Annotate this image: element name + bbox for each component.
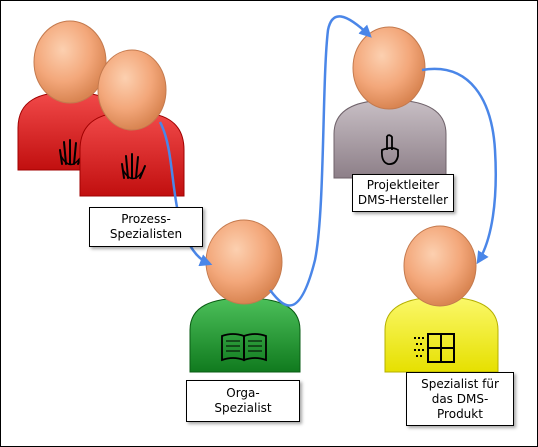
window-icon: [414, 333, 455, 363]
label-prozess-spezialisten: Prozess- Spezialisten: [89, 207, 203, 247]
connector-projektleiter-to-produkt: [421, 67, 497, 265]
label-orga-spezialist: Orga- Spezialist: [186, 380, 300, 422]
person-prozess-front: [79, 49, 185, 197]
label-line: Prozess-: [121, 212, 171, 226]
person-orga: [189, 219, 301, 373]
label-line: Spezialist: [214, 401, 272, 415]
label-spezialist-dms-produkt: Spezialist für das DMS- Produkt: [406, 372, 514, 426]
label-line: Produkt: [437, 406, 483, 421]
label-line: Spezialisten: [109, 227, 183, 241]
person-produkt: [384, 225, 499, 373]
label-line: das DMS-: [431, 391, 489, 406]
label-line: Spezialist für: [421, 376, 499, 391]
label-line: DMS-Hersteller: [357, 193, 449, 207]
label-line: Orga-: [226, 386, 260, 400]
raised-hand-icon: [59, 139, 84, 166]
label-projektleiter: Projektleiter DMS-Hersteller: [352, 174, 454, 212]
pointing-finger-icon: [380, 134, 399, 165]
person-projektleiter: [333, 26, 447, 179]
label-line: Projektleiter: [366, 178, 440, 192]
raised-hand-icon: [121, 153, 146, 180]
open-book-icon: [221, 333, 267, 362]
connector-orga-to-projektleiter: [269, 15, 372, 307]
